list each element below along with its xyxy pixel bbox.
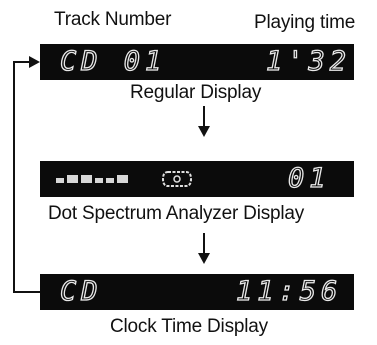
spectrum-dot [106,178,114,183]
clock-display-screen: CD 11:56 [40,274,354,310]
playing-time-label: Playing time [254,12,356,33]
dot-spectrum-label: Dot Spectrum Analyzer Display [48,203,305,224]
spectrum-display-track: 01 [287,162,331,194]
spectrum-dot [117,175,128,183]
down-arrow-1-head [198,126,210,137]
spectrum-display-screen: 01 [40,161,354,197]
regular-display-track: CD 01 [59,45,167,77]
spectrum-dot [81,175,92,183]
down-arrow-2-head [198,253,210,264]
spectrum-dot [95,178,103,183]
spectrum-dot [56,178,64,183]
disc-icon [162,171,192,187]
clock-display-source: CD [59,275,103,307]
spectrum-dot [67,175,78,183]
return-arrow-line [13,61,40,293]
track-number-label: Track Number [54,9,172,30]
clock-display-time: 11:56 [235,275,343,307]
regular-display-screen: CD 01 1'32 [40,44,354,80]
regular-display-label: Regular Display [130,82,262,103]
return-arrowhead [29,56,40,68]
spectrum-dot-bars [56,161,128,197]
clock-time-label: Clock Time Display [110,316,268,337]
regular-display-time: 1'32 [265,45,352,77]
